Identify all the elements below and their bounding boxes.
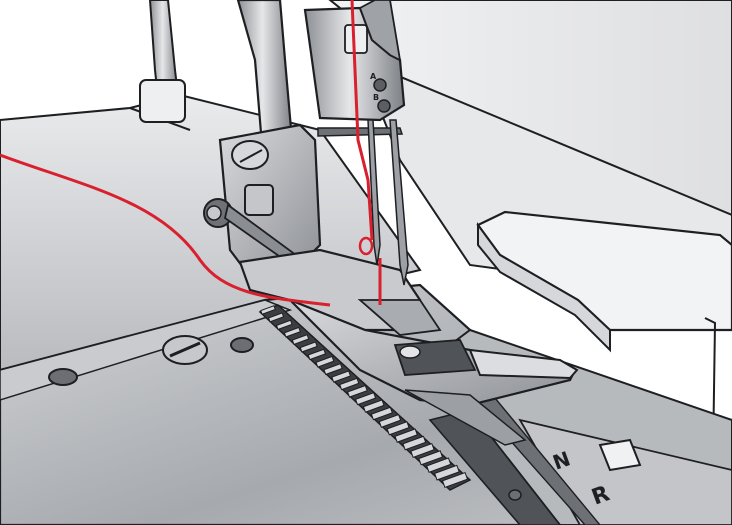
side-cover (476, 210, 732, 525)
feed-dog-tooth (378, 413, 402, 428)
feed-dog-tooth (267, 312, 285, 323)
feed-dog-tooth (394, 428, 418, 443)
feed-dog-tooth (323, 363, 343, 376)
feed-dog-tooth (418, 450, 444, 466)
plate-hole (508, 489, 522, 501)
feed-dog-tooth (426, 457, 452, 473)
needles (367, 119, 409, 286)
plate-hole (48, 368, 78, 386)
feed-dog-tooth (347, 384, 368, 398)
feed-dog-tooth (441, 471, 469, 489)
needle-mark-b: B (373, 93, 379, 102)
feed-dog-tooth (275, 319, 293, 331)
feed-dogs (258, 304, 472, 491)
feed-dog-tooth (410, 442, 435, 458)
feed-dog-tooth (362, 399, 385, 413)
thread-guide-arm (139, 0, 186, 123)
feed-dog-tooth (299, 341, 318, 353)
feed-dog-tooth (307, 348, 327, 361)
holder-screw (203, 198, 233, 228)
feed-dog-tooth (354, 392, 377, 406)
feed-dog-tooth (386, 421, 410, 436)
feed-dog-tooth (291, 334, 310, 345)
feed-dog-tooth (434, 464, 460, 481)
thread (0, 0, 382, 307)
plate-screw (162, 335, 208, 365)
needle-mark-a: A (370, 72, 377, 81)
feed-dog-tooth (339, 377, 360, 391)
plate-mark-n: N (550, 446, 574, 474)
feed-dog-tooth (370, 406, 393, 421)
feed-dog-tooth (331, 370, 352, 383)
feed-dog-tooth (283, 326, 301, 338)
plate-hole (230, 337, 254, 353)
feed-dog-tooth (260, 305, 276, 315)
feed-dog-tooth (315, 355, 335, 368)
feed-dog-tooth (402, 435, 427, 451)
presser-foot-holder (203, 123, 322, 272)
presser-foot (238, 248, 579, 446)
